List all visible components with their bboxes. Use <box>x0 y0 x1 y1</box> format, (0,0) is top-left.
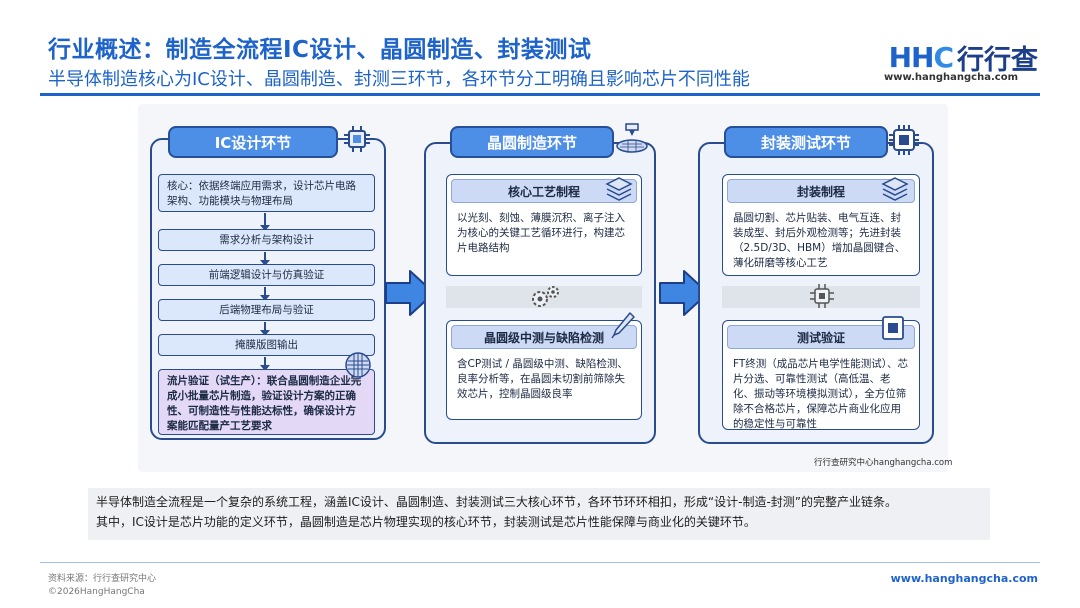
ic-step-1: 需求分析与架构设计 <box>158 229 375 251</box>
ic-step-3: 后端物理布局与验证 <box>158 299 375 321</box>
ic-step-2: 前端逻辑设计与仿真验证 <box>158 264 375 286</box>
source-note: 资料来源：行行查研究中心 <box>48 574 157 584</box>
ic-core-text: 核心：依据终端应用需求，设计芯片电路架构、功能模块与物理布局 <box>167 180 356 207</box>
layers-icon <box>881 177 909 201</box>
packaging-header: 封装测试环节 <box>724 126 888 158</box>
wafer-test-card-body: 含CP测试 / 晶圆级中测、缺陷检测、良率分析等，在晶圆未切割前筛除失效芯片，控… <box>457 358 628 400</box>
ic-tapeout-text: 流片验证（试生产）：联合晶圆制造企业完成小批量芯片制造，验证设计方案的正确性、可… <box>167 375 362 432</box>
summary-box: 半导体制造全流程是一个复杂的系统工程，涵盖IC设计、晶圆制造、封装测试三大核心环… <box>88 488 990 540</box>
flow-arrow <box>260 252 270 266</box>
summary-line-2: 其中，IC设计是芯片功能的定义环节，晶圆制造是芯片物理实现的核心环节，封装测试是… <box>96 515 756 529</box>
ic-core-box: 核心：依据终端应用需求，设计芯片电路架构、功能模块与物理布局 <box>158 174 375 212</box>
ic-step-1-label: 需求分析与架构设计 <box>219 234 314 246</box>
wafer-test-card-title: 晶圆级中测与缺陷检测 <box>451 325 637 349</box>
page-title: 行业概述：制造全流程IC设计、晶圆制造、封装测试 <box>48 37 592 63</box>
packaging-title: 封装测试环节 <box>760 133 851 152</box>
wafer-fab-icon <box>616 123 648 153</box>
ic-step-3-label: 后端物理布局与验证 <box>219 304 314 316</box>
cpu-icon <box>810 284 834 308</box>
ic-step-4: 掩膜版图输出 <box>158 334 375 356</box>
flow-arrow <box>260 287 270 301</box>
copyright: ©2026HangHangCha <box>48 587 145 597</box>
wafer-test-card: 晶圆级中测与缺陷检测 含CP测试 / 晶圆级中测、缺陷检测、良率分析等，在晶圆未… <box>446 320 642 420</box>
checklist-icon <box>882 316 904 340</box>
wafer-title: 晶圆制造环节 <box>486 133 577 152</box>
packaging-process-card-body: 晶圆切割、芯片贴装、电气互连、封装成型、封后外观检测等；先进封装（2.5D/3D… <box>733 212 906 269</box>
packaging-test-card-body: FT终测（成品芯片电学性能测试）、芯片分选、可靠性测试（高低温、老化、振动等环境… <box>733 358 909 430</box>
brand-logo[interactable]: HHC 行行查 <box>889 38 1038 77</box>
logo-text: 行行查 <box>957 45 1038 76</box>
flow-arrow <box>260 213 270 231</box>
chip-icon <box>344 126 370 152</box>
page-subtitle: 半导体制造核心为IC设计、晶圆制造、封测三环节，各环节分工明确且影响芯片不同性能 <box>48 69 750 90</box>
footer-divider <box>40 562 1040 563</box>
header-divider <box>40 93 1040 96</box>
ic-design-title: IC设计环节 <box>214 133 292 152</box>
flow-arrow <box>260 357 270 371</box>
logo-mark: HHC <box>888 41 954 74</box>
flow-arrow-right <box>385 270 435 316</box>
logo-url: www.hanghangcha.com <box>884 72 1018 83</box>
diagram-watermark: 行行查研究中心hanghangcha.com <box>814 458 953 468</box>
ic-tapeout-box: 流片验证（试生产）：联合晶圆制造企业完成小批量芯片制造，验证设计方案的正确性、可… <box>158 369 375 435</box>
layers-icon <box>605 177 633 201</box>
ic-step-2-label: 前端逻辑设计与仿真验证 <box>208 269 325 281</box>
probe-pen-icon <box>611 312 635 339</box>
chip-package-icon <box>889 125 919 155</box>
packaging-process-card: 封装制程 晶圆切割、芯片贴装、电气互连、封装成型、封后外观检测等；先进封装（2.… <box>722 174 920 276</box>
wafer-process-card-body: 以光刻、刻蚀、薄膜沉积、离子注入为核心的关键工艺循环进行，构建芯片电路结构 <box>457 212 625 254</box>
packaging-process-card-title: 封装制程 <box>727 179 915 203</box>
wafer-grid-icon <box>345 352 371 378</box>
ic-step-4-label: 掩膜版图输出 <box>235 339 298 351</box>
gears-icon <box>532 286 559 307</box>
wafer-header: 晶圆制造环节 <box>450 126 614 158</box>
flow-arrow <box>260 322 270 336</box>
summary-line-1: 半导体制造全流程是一个复杂的系统工程，涵盖IC设计、晶圆制造、封装测试三大核心环… <box>96 495 898 509</box>
wafer-process-card-title: 核心工艺制程 <box>451 179 637 203</box>
ic-design-header: IC设计环节 <box>168 126 338 158</box>
flow-arrow-right <box>659 270 709 316</box>
footer-link[interactable]: www.hanghangcha.com <box>890 572 1038 585</box>
